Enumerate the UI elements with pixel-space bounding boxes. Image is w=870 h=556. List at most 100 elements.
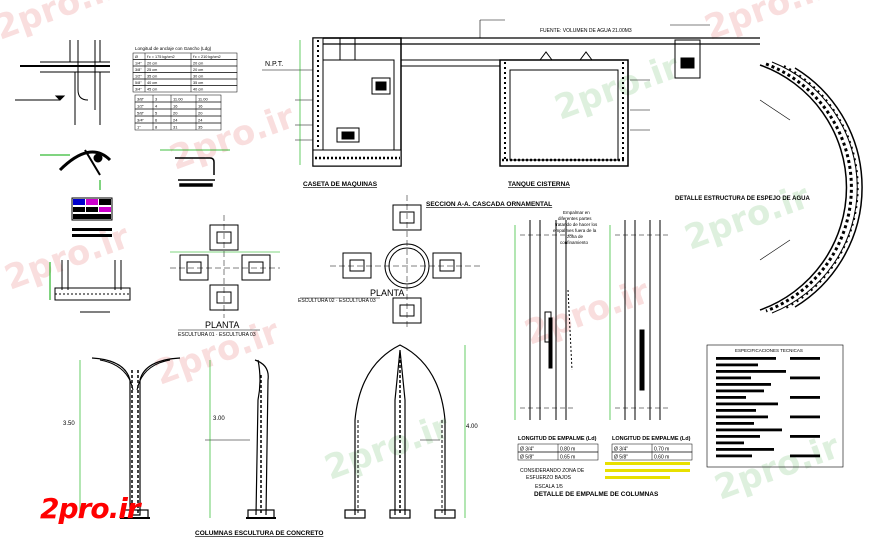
spec-line xyxy=(716,409,756,412)
especificaciones-tecnicas: ESPECIFICACIONES TECNICAS xyxy=(706,344,844,468)
table-row xyxy=(134,115,222,124)
table-cell: 0.70 m xyxy=(654,447,669,453)
column-elevation-3: 4.00 xyxy=(344,344,478,519)
spec-line xyxy=(790,396,820,399)
spec-line xyxy=(790,415,820,419)
table-cell: 1/4" xyxy=(135,62,142,66)
spec-line xyxy=(790,435,820,438)
footing-detail-left xyxy=(49,260,131,313)
npt-label: N.P.T. xyxy=(265,61,283,68)
curved-mirror-structure: DETALLE ESTRUCTURA DE ESPEJO DE AGUA xyxy=(675,61,863,314)
table-row xyxy=(134,122,222,131)
table-cell: 8 xyxy=(155,125,158,130)
watermark: 2pro.ir xyxy=(549,47,685,129)
caseta-title: CASETA DE MAQUINAS xyxy=(303,181,378,188)
dim-400: 4.00 xyxy=(466,424,478,430)
table-cell: 5/8" xyxy=(135,81,142,85)
table-cell: 20 xyxy=(198,111,203,116)
spec-line xyxy=(716,357,776,360)
detalle-estructura-title: DETALLE ESTRUCTURA DE ESPEJO DE AGUA xyxy=(675,196,810,202)
table-cell: 0.65 m xyxy=(560,455,575,461)
tanque-title: TANQUE CISTERNA xyxy=(508,181,570,188)
spec-line xyxy=(716,454,752,458)
empalme-detail-1 xyxy=(514,220,575,420)
empalme-detail-2 xyxy=(609,220,670,420)
table-cell: 4 xyxy=(155,104,158,109)
water-supply-pipe: FUENTE: VOLUMEN DE AGUA 21.00M3 xyxy=(323,19,760,67)
empalme-note-text: Empalmar en diferentes partes tratando d… xyxy=(553,210,599,245)
table-row xyxy=(134,108,222,117)
table-cell: 20 cm xyxy=(147,62,157,66)
spec-line xyxy=(790,454,820,458)
table-cell: 35 xyxy=(198,125,203,130)
table-cell: 6 xyxy=(155,118,158,123)
site-logo: 2pro.ir xyxy=(40,492,141,525)
seccion-a-a-title: SECCION A-A. CASCADA ORNAMENTAL xyxy=(426,201,552,208)
table-cell: 24 xyxy=(198,118,203,123)
spec-line xyxy=(716,428,782,432)
escala-label: ESCALA 1/5 xyxy=(535,484,563,490)
plan-escultura-center: PLANTA ESCULTURA 02 · ESCULTURA 03 xyxy=(298,195,480,330)
table-cell: 35 cm xyxy=(193,81,203,85)
stirrup-detail xyxy=(40,149,112,190)
table-cell: 20 cm xyxy=(193,62,203,66)
spec-line xyxy=(716,441,744,445)
empalme-table-1-title: LONGITUD DE EMPALME (Ld) xyxy=(518,436,597,442)
spec-line xyxy=(716,435,760,438)
detalle-empalme-title: DETALLE DE EMPALME DE COLUMNAS xyxy=(534,491,659,498)
table-cell: 16 xyxy=(173,104,178,109)
table-cell: 3/8" xyxy=(137,97,145,102)
table-cell: 45 cm xyxy=(147,88,157,92)
table-cell: Ø 5/8" xyxy=(614,455,628,461)
planta-left-label: PLANTA xyxy=(205,320,239,330)
table-cell: 5 xyxy=(155,111,158,116)
table-cell: 0.60 m xyxy=(654,455,669,461)
empalme-table-2: LONGITUD DE EMPALME (Ld) Ø 3/4"0.70 mØ 5… xyxy=(605,436,693,479)
table-cell: 3/8" xyxy=(135,68,142,72)
table-cell: 1/2" xyxy=(137,104,145,109)
especificaciones-title: ESPECIFICACIONES TECNICAS xyxy=(735,348,803,353)
table-cell: 11.00 xyxy=(198,97,208,102)
table-cell: 1/2" xyxy=(135,75,142,79)
planta-center-label: PLANTA xyxy=(370,288,404,298)
table-cell: Ø 3/4" xyxy=(614,447,628,453)
anchorage-table-title: Longitud de anclaje con Gancho (Ldg) xyxy=(135,46,212,51)
table-cell: 3/4" xyxy=(135,88,142,92)
table-cell: 25 cm xyxy=(147,68,157,72)
table-cell: Ø 5/8" xyxy=(520,455,534,461)
table-cell: 5/8" xyxy=(137,111,145,116)
table-cell: f'c = 175 kg/cm2 xyxy=(147,55,175,59)
spec-line xyxy=(790,357,820,360)
dim-300: 3.00 xyxy=(213,416,225,422)
svg-text:SECCION A-A. CASCADA ORNAMENTA: SECCION A-A. CASCADA ORNAMENTAL xyxy=(426,201,552,208)
drain-pit-detail xyxy=(670,24,760,79)
table-cell: f'c = 210 kg/cm2 xyxy=(193,55,221,59)
table-cell: 30 cm xyxy=(193,75,203,79)
watermark: 2pro.ir xyxy=(709,427,845,509)
spec-line xyxy=(716,448,774,451)
columnas-title: COLUMNAS ESCULTURA DE CONCRETO xyxy=(195,530,323,537)
spec-line xyxy=(716,363,758,367)
plan-escultura-left: PLANTA ESCULTURA 01 · ESCULTURA 03 xyxy=(170,215,280,338)
caseta-de-maquinas: N.P.T. CASETA DE MAQUINAS xyxy=(262,37,402,188)
table-cell: 11.00 xyxy=(173,97,183,102)
table-cell: 16 xyxy=(198,104,203,109)
table-cell: Ø 3/4" xyxy=(520,447,534,453)
escultura-left-label: ESCULTURA 01 · ESCULTURA 03 xyxy=(178,332,256,338)
table-cell: 3/4" xyxy=(137,118,145,123)
table-cell: 20 cm xyxy=(193,68,203,72)
table-cell: 31 xyxy=(173,125,178,130)
table-row xyxy=(134,101,222,110)
escultura-center-label: ESCULTURA 02 · ESCULTURA 03 xyxy=(298,298,376,304)
watermarks: 2pro.ir 2pro.ir 2pro.ir 2pro.ir 2pro.ir … xyxy=(0,0,845,508)
fuente-label: FUENTE: VOLUMEN DE AGUA 21.00M3 xyxy=(540,28,632,34)
watermark: 2pro.ir xyxy=(679,177,815,259)
watermark: 2pro.ir xyxy=(699,0,835,48)
table-cell: 40 cm xyxy=(193,88,203,92)
watermark: 2pro.ir xyxy=(319,407,455,489)
table-cell: 20 xyxy=(173,111,178,116)
dim-350: 3.50 xyxy=(63,421,75,427)
